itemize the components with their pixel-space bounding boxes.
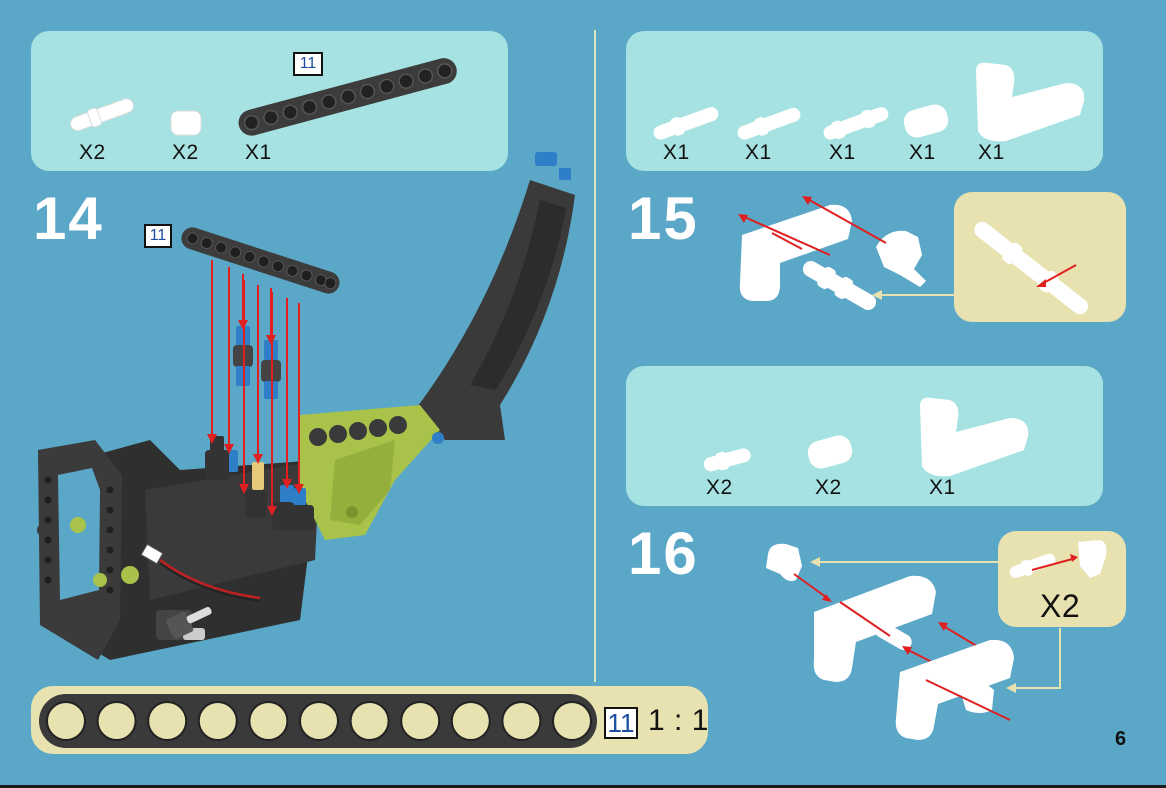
part-qty: X1 <box>978 141 1005 165</box>
bush-part <box>171 111 201 135</box>
part-qty: X1 <box>929 476 956 500</box>
step16-parts-art <box>626 366 1103 506</box>
blue-pin <box>535 152 571 180</box>
beam-length-badge: 11 <box>604 707 638 739</box>
ruler-hole <box>553 702 591 740</box>
part-qty: X2 <box>815 476 842 500</box>
ruler-hole <box>199 702 237 740</box>
column-divider <box>594 30 596 682</box>
axle-pin-part <box>68 95 136 134</box>
scale-label: 1 : 1 <box>648 704 709 738</box>
page-number: 6 <box>1115 728 1126 751</box>
part-qty: X1 <box>745 141 772 165</box>
part-qty: X1 <box>909 141 936 165</box>
ruler-hole <box>351 702 389 740</box>
part-qty: X1 <box>829 141 856 165</box>
part-qty: X1 <box>663 141 690 165</box>
step-number: 16 <box>628 519 699 588</box>
part-qty: X2 <box>706 476 733 500</box>
step15-assembly-art <box>700 185 1140 335</box>
step16-assembly-art <box>740 530 1140 750</box>
step15-parts-art <box>626 31 1103 171</box>
step14-assembly-art <box>0 140 594 680</box>
ruler-hole <box>502 702 540 740</box>
ruler-hole <box>401 702 439 740</box>
ruler-hole <box>300 702 338 740</box>
beam-11-part <box>236 55 460 138</box>
beam-length-badge: 11 <box>293 52 323 76</box>
floating-beam <box>179 225 343 297</box>
ruler-hole <box>249 702 287 740</box>
step-number: 15 <box>628 184 699 253</box>
ruler-hole <box>47 702 85 740</box>
ruler-hole <box>148 702 186 740</box>
ruler-hole <box>452 702 490 740</box>
ruler-hole <box>98 702 136 740</box>
